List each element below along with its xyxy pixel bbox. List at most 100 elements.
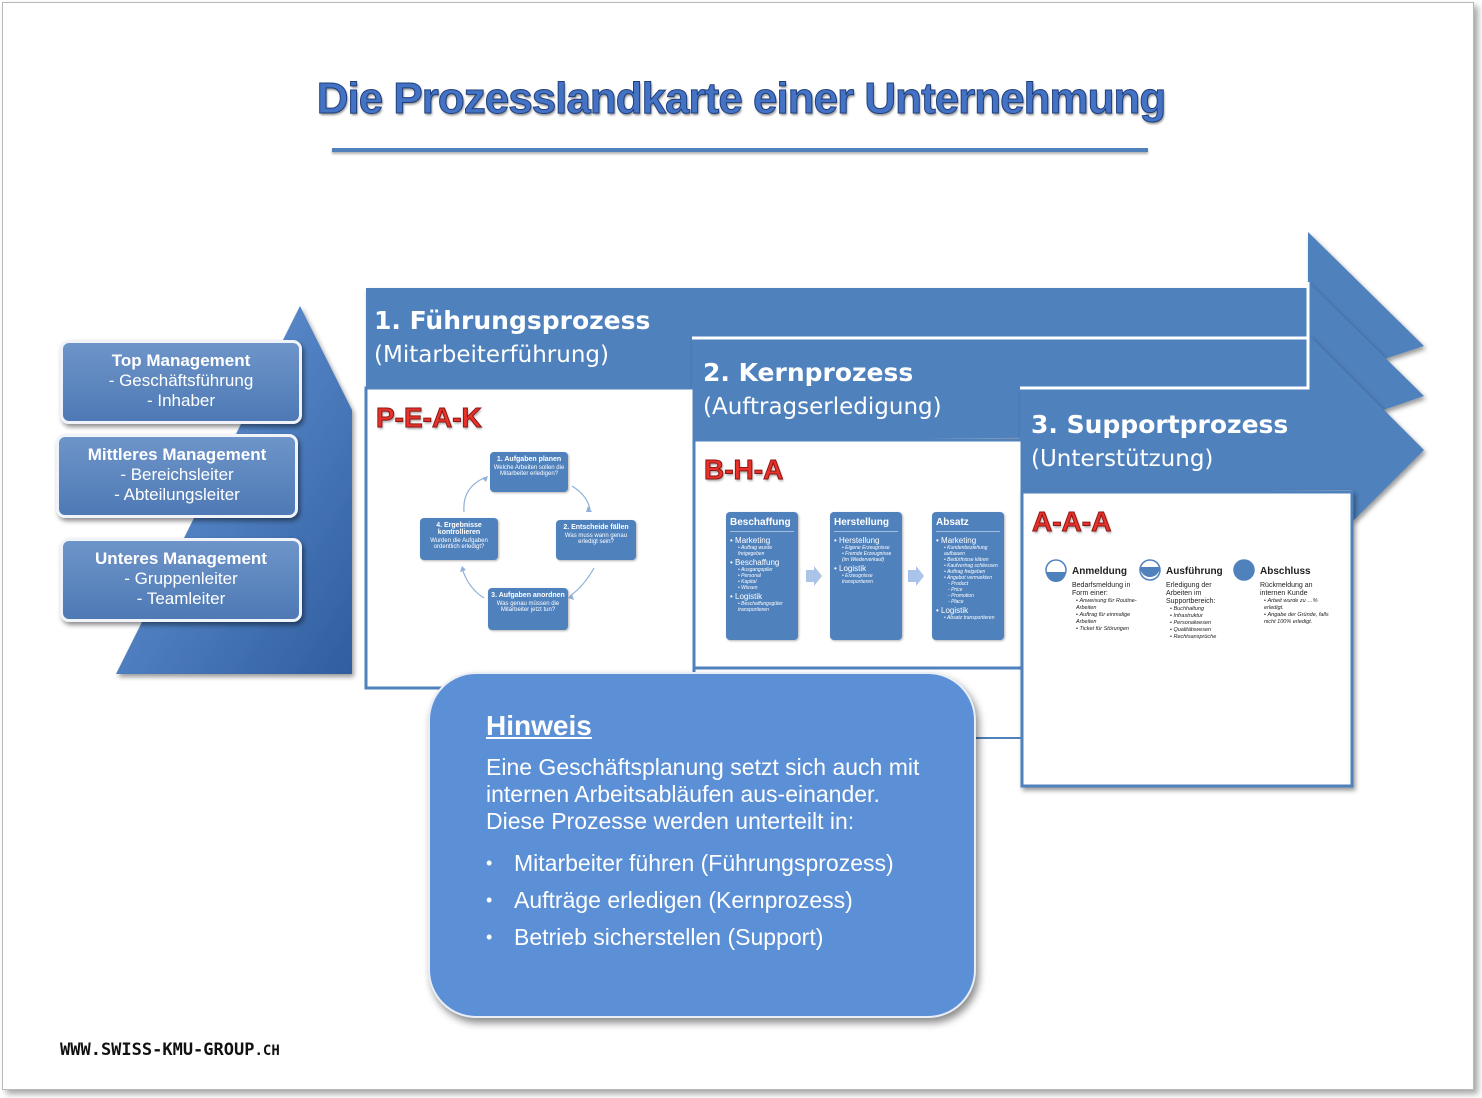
aaa-abschluss-title: Abschluss (1260, 566, 1311, 577)
process-3-title: 3. Supportprozess (1031, 410, 1289, 439)
bha-herstellung-sub: Erzeugnisse transportieren (834, 573, 898, 585)
bha-herstellung-sub: Eigene Erzeugnisse (834, 545, 898, 551)
bha-code: B-H-A (703, 454, 784, 486)
aaa-ausfuehrung-desc: Erledigung der Arbeiten im Supportbereic… (1166, 582, 1216, 605)
mgmt-top-heading: Top Management (111, 351, 251, 370)
hinweis-bullet: Betrieb sicherstellen (Support) (486, 919, 944, 956)
bha-absatz-title: Absatz (936, 517, 1000, 532)
mgmt-lower-line1: - Gruppenleiter (124, 569, 238, 588)
abschluss-circle-icon (1233, 559, 1255, 581)
bha-beschaffung-item: Beschaffung (730, 558, 794, 567)
mgmt-top-line1: - Geschäftsführung (108, 371, 254, 390)
footer-url-tld: .CH (254, 1043, 280, 1059)
bha-absatz-item: Logistik (936, 606, 1000, 615)
mgmt-top-line2: - Inhaber (146, 391, 216, 410)
aaa-abschluss-desc: Rückmeldung an internen Kunde (1260, 582, 1313, 597)
aaa-ausfuehrung-title: Ausführung (1166, 566, 1223, 577)
hinweis-text: Eine Geschäftsplanung setzt sich auch mi… (486, 754, 920, 834)
bha-absatz-sub: Bedürfnisse klären (936, 557, 1000, 563)
mgmt-middle-line2: - Abteilungsleiter (114, 485, 240, 504)
aaa-anmeldung-item: Ticket für Störungen (1072, 626, 1140, 633)
mgmt-lower: Unteres Management - Gruppenleiter - Tea… (60, 538, 302, 622)
aaa-abschluss-item: Angabe der Gründe, falls nicht 100% erle… (1260, 612, 1330, 626)
bha-beschaffung-item: Marketing (730, 536, 794, 545)
aaa-ausfuehrung-item: Personalwesen (1166, 620, 1236, 627)
bha-herstellung-title: Herstellung (834, 517, 898, 532)
process-2-title: 2. Kernprozess (703, 358, 914, 387)
hinweis-bullet: Aufträge erledigen (Kernprozess) (486, 882, 944, 919)
peak-step-control-title: 4. Ergebnisse kontrollieren (436, 522, 482, 536)
aaa-ausfuehrung: Ausführung Erledigung der Arbeiten im Su… (1166, 566, 1236, 641)
bha-herstellung-item: Logistik (834, 564, 898, 573)
peak-step-order: 3. Aufgaben anordnen Was genau müssen di… (488, 588, 568, 630)
bha-absatz-sub: Absatz transportieren (936, 615, 1000, 621)
bha-absatz-sub: Angebot vermarkten (936, 575, 1000, 581)
hinweis-heading: Hinweis (486, 710, 592, 741)
bha-beschaffung: Beschaffung Marketing Auftrag wurde frei… (726, 512, 798, 640)
process-3-subtitle: (Unterstützung) (1031, 446, 1214, 472)
process-2-subtitle: (Auftragserledigung) (703, 394, 942, 420)
peak-step-control: 4. Ergebnisse kontrollieren Wurden die A… (420, 518, 498, 560)
hinweis-list: Mitarbeiter führen (Führungsprozess) Auf… (486, 845, 944, 956)
mgmt-lower-line2: - Teamleiter (136, 589, 226, 608)
bha-arrow-1 (806, 566, 822, 586)
bha-beschaffung-sub: Kapital (730, 579, 794, 585)
aaa-ausfuehrung-item: Infrastruktur (1166, 613, 1236, 620)
title-underline (332, 148, 1148, 152)
bha-absatz-sub2: Place (936, 599, 1000, 605)
aaa-code: A-A-A (1031, 506, 1112, 538)
bha-beschaffung-sub: Ausgangspiler (730, 567, 794, 573)
peak-step-order-desc: Was genau müssen die Mitarbeiter jetzt t… (496, 601, 560, 613)
footer-url[interactable]: WWW.SWISS-KMU-GROUP.CH (60, 1040, 280, 1060)
aaa-ausfuehrung-item: Qualitätswesen (1166, 627, 1236, 634)
aaa-anmeldung-desc: Bedarfsmeldung in Form einer: (1072, 582, 1131, 597)
bha-absatz-sub2: Price (936, 587, 1000, 593)
footer-url-main: WWW.SWISS-KMU-GROUP (60, 1040, 255, 1060)
bha-herstellung-sub: Fremde Erzeugnisse (im Wiederverkauf) (834, 551, 898, 563)
mgmt-lower-heading: Unteres Management (95, 549, 267, 568)
peak-step-plan-desc: Welche Arbeiten sollen die Mitarbeiter e… (493, 465, 565, 477)
bha-arrow-2 (908, 566, 924, 586)
peak-step-decide-title: 2. Entscheide fällen (563, 524, 629, 531)
aaa-abschluss: Abschluss Rückmeldung an internen Kunde … (1260, 566, 1330, 626)
aaa-abschluss-item: Arbeit wurde zu …% erledigt. (1260, 598, 1330, 612)
aaa-anmeldung-item: Anweisung für Routine-Arbeiten (1072, 598, 1140, 612)
mgmt-middle: Mittleres Management - Bereichsleiter - … (56, 434, 298, 518)
peak-step-plan: 1. Aufgaben planen Welche Arbeiten solle… (490, 452, 568, 492)
bha-absatz-sub2: Promotion (936, 593, 1000, 599)
peak-step-decide-desc: Was muss wann genau erledigt sein? (564, 533, 628, 545)
bha-herstellung: Herstellung Herstellung Eigene Erzeugnis… (830, 512, 902, 640)
process-1-subtitle: (Mitarbeiterführung) (374, 342, 609, 368)
peak-step-plan-title: 1. Aufgaben planen (496, 456, 562, 463)
hinweis-callout: Hinweis Eine Geschäftsplanung setzt sich… (428, 672, 976, 1018)
peak-code: P-E-A-K (376, 402, 483, 434)
bha-absatz-sub: Kundenbeziehung aufbauen (936, 545, 1000, 557)
aaa-anmeldung-title: Anmeldung (1072, 566, 1127, 577)
bha-beschaffung-sub: Beschaffungsgüter transportieren (730, 601, 794, 613)
process-1-title: 1. Führungsprozess (374, 306, 651, 335)
aaa-ausfuehrung-item: Rechtsansprüche (1166, 634, 1236, 641)
aaa-anmeldung: Anmeldung Bedarfsmeldung in Form einer: … (1072, 566, 1140, 633)
hinweis-bullet: Mitarbeiter führen (Führungsprozess) (486, 845, 944, 882)
bha-beschaffung-sub: Wissen (730, 585, 794, 591)
bha-absatz-item: Marketing (936, 536, 1000, 545)
bha-absatz-sub: Kaufvertrag schliessen (936, 563, 1000, 569)
peak-step-control-desc: Wurden die Aufgaben ordentlich erledigt? (430, 538, 488, 550)
mgmt-top: Top Management - Geschäftsführung - Inha… (60, 340, 302, 424)
mgmt-middle-heading: Mittleres Management (87, 445, 267, 464)
bha-absatz-sub: Auftrag freigeben (936, 569, 1000, 575)
mgmt-middle-line1: - Bereichsleiter (120, 465, 234, 484)
aaa-anmeldung-item: Auftrag für einmalige Arbeiten (1072, 612, 1140, 626)
peak-step-order-title: 3. Aufgaben anordnen (491, 592, 565, 599)
aaa-ausfuehrung-item: Buchhaltung (1166, 606, 1236, 613)
bha-beschaffung-sub: Personal (730, 573, 794, 579)
bha-beschaffung-sub: Auftrag wurde freigegeben (730, 545, 794, 557)
page-title: Die Prozesslandkarte einer Unternehmung (316, 74, 1167, 124)
peak-step-decide: 2. Entscheide fällen Was muss wann genau… (556, 520, 636, 560)
bha-herstellung-item: Herstellung (834, 536, 898, 545)
bha-beschaffung-title: Beschaffung (730, 517, 794, 532)
bha-beschaffung-item: Logistik (730, 592, 794, 601)
arrow-supportprozess (1020, 334, 1424, 522)
bha-absatz: Absatz Marketing Kundenbeziehung aufbaue… (932, 512, 1004, 640)
bha-absatz-sub2: Product (936, 581, 1000, 587)
